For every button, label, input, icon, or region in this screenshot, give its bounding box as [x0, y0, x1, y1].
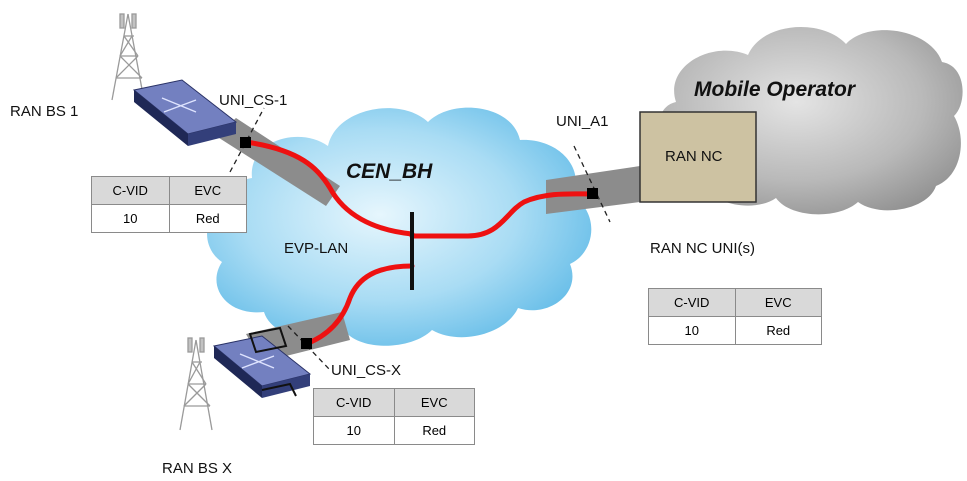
- table-header-cvid: C-VID: [91, 176, 170, 205]
- ran-bsx-label: RAN BS X: [162, 460, 233, 477]
- evc-line-bs1: [243, 139, 415, 237]
- table-header-cvid: C-VID: [648, 288, 736, 317]
- mobile-operator-label: Mobile Operator: [694, 78, 856, 101]
- uni-a1-label: UNI_A1: [556, 113, 609, 130]
- switch-device-icon: [212, 335, 312, 398]
- ran-nc-label: RAN NC: [665, 148, 723, 165]
- table-header-evc: EVC: [734, 288, 822, 317]
- uni-port-marker-icon: [587, 188, 598, 199]
- uni-cs1-label: UNI_CS-1: [219, 92, 288, 109]
- table-cell-evc: Red: [734, 316, 822, 345]
- ran-bs1-label: RAN BS 1: [10, 103, 79, 120]
- table-header-cvid: C-VID: [313, 388, 395, 417]
- uni-csx-label: UNI_CS-X: [331, 362, 402, 379]
- table-cell-cvid: 10: [91, 204, 170, 233]
- evc-table-bs1: C-VID EVC 10 Red: [91, 176, 247, 233]
- cell-tower-icon: [111, 13, 145, 101]
- table-header-evc: EVC: [168, 176, 247, 205]
- uni-port-marker-icon: [240, 137, 251, 148]
- switch-device-icon: [132, 79, 238, 146]
- uni-port-markers: [240, 137, 598, 349]
- table-cell-evc: Red: [393, 416, 475, 445]
- table-cell-cvid: 10: [313, 416, 395, 445]
- cell-tower-icon: [179, 337, 213, 431]
- uni-port-marker-icon: [301, 338, 312, 349]
- cen-bh-label: CEN_BH: [346, 160, 433, 183]
- table-cell-cvid: 10: [648, 316, 736, 345]
- evc-table-bsx: C-VID EVC 10 Red: [313, 388, 475, 445]
- evc-line-bsx: [303, 263, 415, 347]
- evc-line-nc: [409, 191, 595, 239]
- ran-nc-uni-label: RAN NC UNI(s): [650, 240, 755, 257]
- uni-csx-outline-brackets: [248, 326, 297, 397]
- table-header-evc: EVC: [393, 388, 475, 417]
- evp-lan-label: EVP-LAN: [284, 240, 349, 257]
- evc-table-ran-nc: C-VID EVC 10 Red: [648, 288, 822, 345]
- table-cell-evc: Red: [168, 204, 247, 233]
- evc-red-lines: [243, 139, 595, 347]
- ran-nc-box: [639, 111, 757, 203]
